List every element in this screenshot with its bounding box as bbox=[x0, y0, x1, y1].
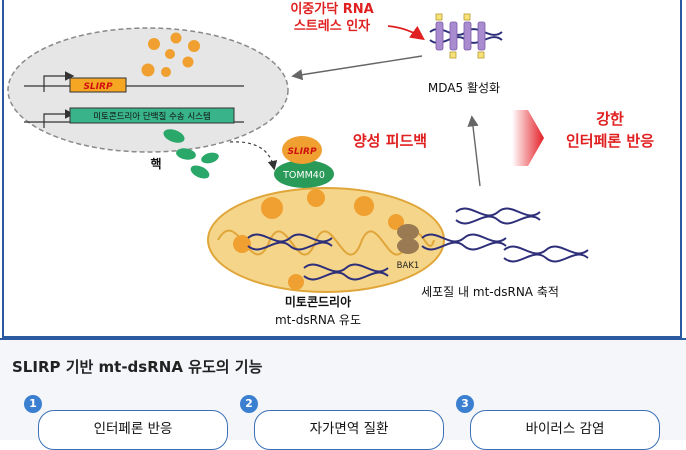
stress-title-line2: 스트레스 인자 bbox=[294, 18, 370, 34]
mda5-label: MDA5 활성화 bbox=[428, 81, 500, 95]
stress-arrow bbox=[387, 25, 425, 41]
accumulation-to-mda5-arrow bbox=[467, 115, 481, 187]
import-protein-cluster bbox=[163, 129, 219, 179]
mt-dsrna-inner bbox=[247, 233, 389, 281]
mda5-to-nucleus-arrow bbox=[291, 55, 423, 81]
slirp-diagram: SLIRP 미토콘드리아 단백질 수송 시스템 핵 미토콘드리아 bbox=[7, 1, 654, 327]
function-card-interferon: 인터페론 반응 bbox=[38, 410, 228, 450]
functions-title: SLIRP 기반 mt-dsRNA 유도의 기능 bbox=[12, 358, 263, 376]
mt-dsrna-induction-label: mt-dsRNA 유도 bbox=[275, 313, 361, 327]
bak1-pore bbox=[397, 224, 419, 254]
section-divider bbox=[0, 338, 686, 340]
function-label-viral: 바이러스 감염 bbox=[525, 421, 605, 437]
mda5-complex bbox=[429, 13, 503, 59]
import-system-gene-box bbox=[69, 107, 235, 124]
mito-proteins bbox=[233, 189, 404, 290]
slirp-gene-label: SLIRP bbox=[83, 82, 112, 92]
import-system-label: 미토콘드리아 단백질 수송 시스템 bbox=[93, 111, 211, 122]
stress-title-line1: 이중가닥 RNA bbox=[290, 1, 373, 17]
function-label-autoimmune: 자가면역 질환 bbox=[309, 421, 389, 437]
slirp-gene-box bbox=[69, 77, 127, 93]
slirp-protein-label: SLIRP bbox=[287, 147, 316, 157]
function-number-1: 1 bbox=[24, 395, 42, 413]
function-card-viral: 바이러스 감염 bbox=[470, 410, 660, 450]
mitochondria-label: 미토콘드리아 bbox=[285, 294, 351, 309]
function-label-interferon: 인터페론 반응 bbox=[93, 421, 173, 437]
slirp-protein-cluster bbox=[141, 32, 200, 77]
tomm40 bbox=[274, 160, 334, 188]
positive-feedback-label: 양성 피드백 bbox=[353, 132, 427, 150]
strong-label: 강한 bbox=[596, 110, 624, 128]
function-card-autoimmune: 자가면역 질환 bbox=[254, 410, 444, 450]
bak1-label: BAK1 bbox=[397, 261, 420, 271]
interferon-response-label: 인터페론 반응 bbox=[566, 132, 654, 150]
diagram-panel: SLIRP 미토콘드리아 단백질 수송 시스템 핵 미토콘드리아 bbox=[2, 0, 682, 338]
cytosolic-accumulation-label: 세포질 내 mt-dsRNA 축적 bbox=[421, 285, 559, 299]
cytosolic-mt-dsrna bbox=[421, 207, 589, 263]
nucleus bbox=[7, 27, 289, 153]
slirp-protein bbox=[282, 136, 322, 164]
promoter-arrows bbox=[43, 71, 75, 128]
function-number-3: 3 bbox=[456, 395, 474, 413]
import-arrow bbox=[229, 141, 278, 171]
function-number-2: 2 bbox=[240, 395, 258, 413]
strong-response-arrow bbox=[512, 110, 544, 166]
tomm40-label: TOMM40 bbox=[282, 170, 325, 181]
nucleus-label: 핵 bbox=[150, 156, 161, 171]
